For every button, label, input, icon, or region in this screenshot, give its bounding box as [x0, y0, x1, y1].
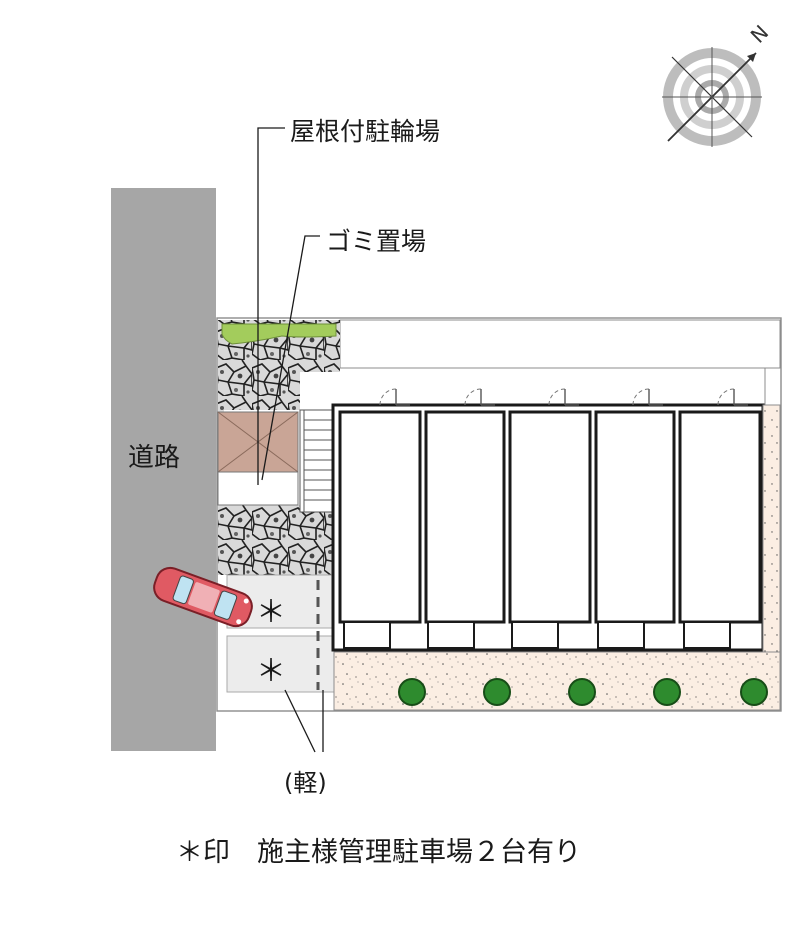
car-icon	[153, 566, 253, 628]
parking-mark-2: ＊	[256, 654, 286, 689]
leader-lines	[257, 127, 324, 753]
road-label: 道路	[128, 443, 181, 473]
parking-note: ＊印 施主様管理駐車場２台有り	[176, 837, 581, 868]
parking-mark-1: ＊	[256, 595, 286, 630]
top-walkway	[339, 319, 781, 369]
apartment-building	[331, 388, 781, 654]
property-boundary	[216, 317, 782, 712]
road	[111, 188, 216, 751]
staircase	[299, 409, 337, 513]
lawn-patch	[221, 323, 337, 345]
garbage-area-label: ゴミ置場	[326, 227, 427, 256]
shrubs	[398, 678, 768, 706]
garden-bed	[333, 651, 781, 711]
stone-paving-lower	[218, 505, 336, 575]
bike-parking-label: 屋根付駐輪場	[290, 117, 441, 146]
kei-car-label: (軽)	[284, 769, 327, 797]
compass-icon	[662, 47, 762, 147]
